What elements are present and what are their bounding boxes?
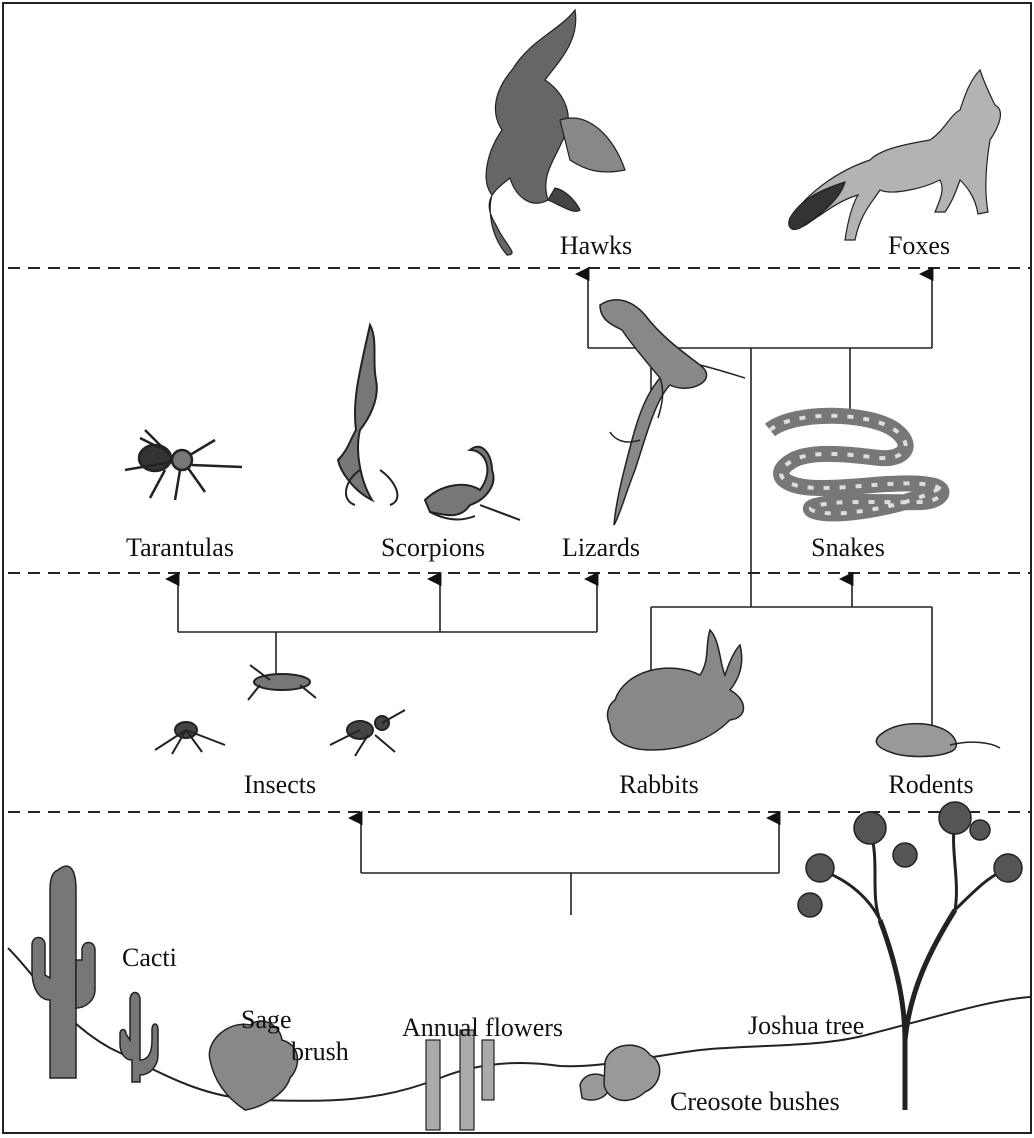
cactus-illustration bbox=[32, 866, 158, 1082]
joshua-tree-illustration bbox=[798, 802, 1022, 1110]
sage-brush-illustration bbox=[209, 1021, 297, 1110]
tarantula-illustration bbox=[125, 430, 242, 500]
annual-flowers-illustration bbox=[426, 1030, 494, 1130]
insect-illustration bbox=[155, 665, 405, 756]
label-joshua-tree: Joshua tree bbox=[748, 1011, 864, 1040]
fox-illustration bbox=[789, 70, 1001, 240]
snake-illustration bbox=[770, 416, 941, 514]
hawk-illustration bbox=[486, 10, 625, 255]
label-insects: Insects bbox=[244, 770, 316, 799]
scorpion-illustration bbox=[338, 325, 520, 520]
label-hawks: Hawks bbox=[560, 231, 632, 260]
label-scorpions: Scorpions bbox=[381, 533, 485, 562]
label-cacti: Cacti bbox=[122, 943, 177, 972]
label-rabbits: Rabbits bbox=[619, 770, 698, 799]
label-creosote-bushes: Creosote bushes bbox=[670, 1087, 840, 1116]
label-snakes: Snakes bbox=[811, 533, 885, 562]
rodent-illustration bbox=[876, 724, 1000, 757]
label-lizards: Lizards bbox=[562, 533, 640, 562]
lizard-illustration bbox=[600, 300, 745, 525]
label-tarantulas: Tarantulas bbox=[126, 533, 234, 562]
label-foxes: Foxes bbox=[888, 231, 950, 260]
label-annual-flowers: Annual flowers bbox=[402, 1013, 563, 1042]
creosote-bushes-illustration bbox=[580, 1045, 660, 1100]
label-sage: Sage bbox=[241, 1005, 292, 1034]
food-web-connectors bbox=[178, 274, 932, 915]
rabbit-illustration bbox=[608, 630, 744, 750]
label-rodents: Rodents bbox=[888, 770, 973, 799]
label-brush: brush bbox=[291, 1037, 349, 1066]
